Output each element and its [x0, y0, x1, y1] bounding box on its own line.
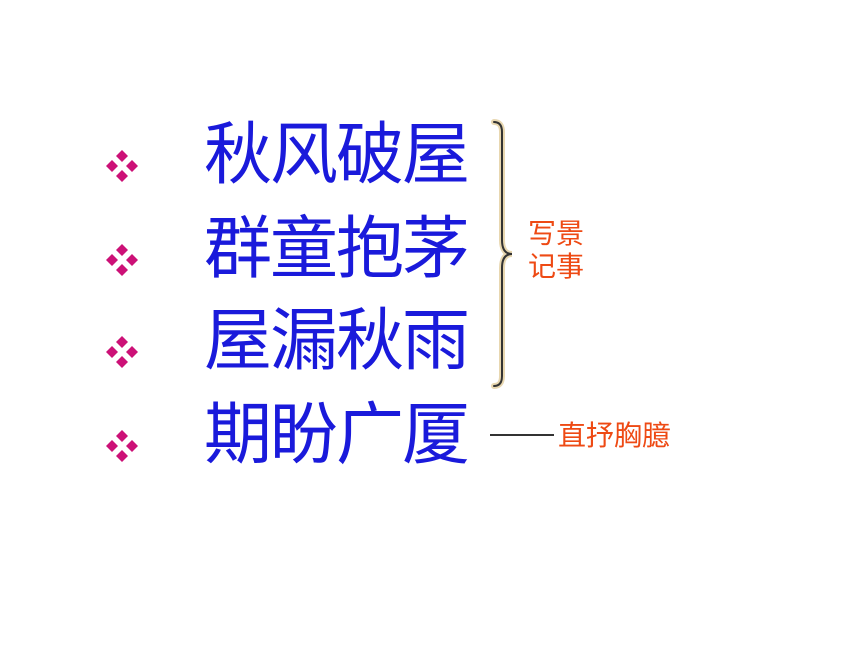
item-text: 群童抱茅: [204, 210, 470, 289]
last-item-annotation: 直抒胸臆: [558, 419, 671, 452]
connector-dash: [490, 434, 554, 436]
group-annotation-line-1: 写景: [528, 217, 585, 250]
list-item: 秋风破屋: [0, 116, 600, 196]
group-annotation-line-2: 记事: [528, 250, 585, 283]
right-curly-bracket-icon: [490, 118, 530, 390]
group-annotation: 写景 记事: [528, 217, 584, 283]
item-text: 期盼广厦: [204, 396, 470, 475]
list-item: 期盼广厦: [0, 396, 600, 476]
four-diamond-bullet-icon: [104, 148, 140, 184]
four-diamond-bullet-icon: [104, 428, 140, 464]
item-text: 屋漏秋雨: [204, 302, 470, 381]
list-item: 群童抱茅: [0, 210, 600, 290]
four-diamond-bullet-icon: [104, 242, 140, 278]
four-diamond-bullet-icon: [104, 334, 140, 370]
list-item: 屋漏秋雨: [0, 302, 600, 382]
item-text: 秋风破屋: [204, 116, 470, 195]
